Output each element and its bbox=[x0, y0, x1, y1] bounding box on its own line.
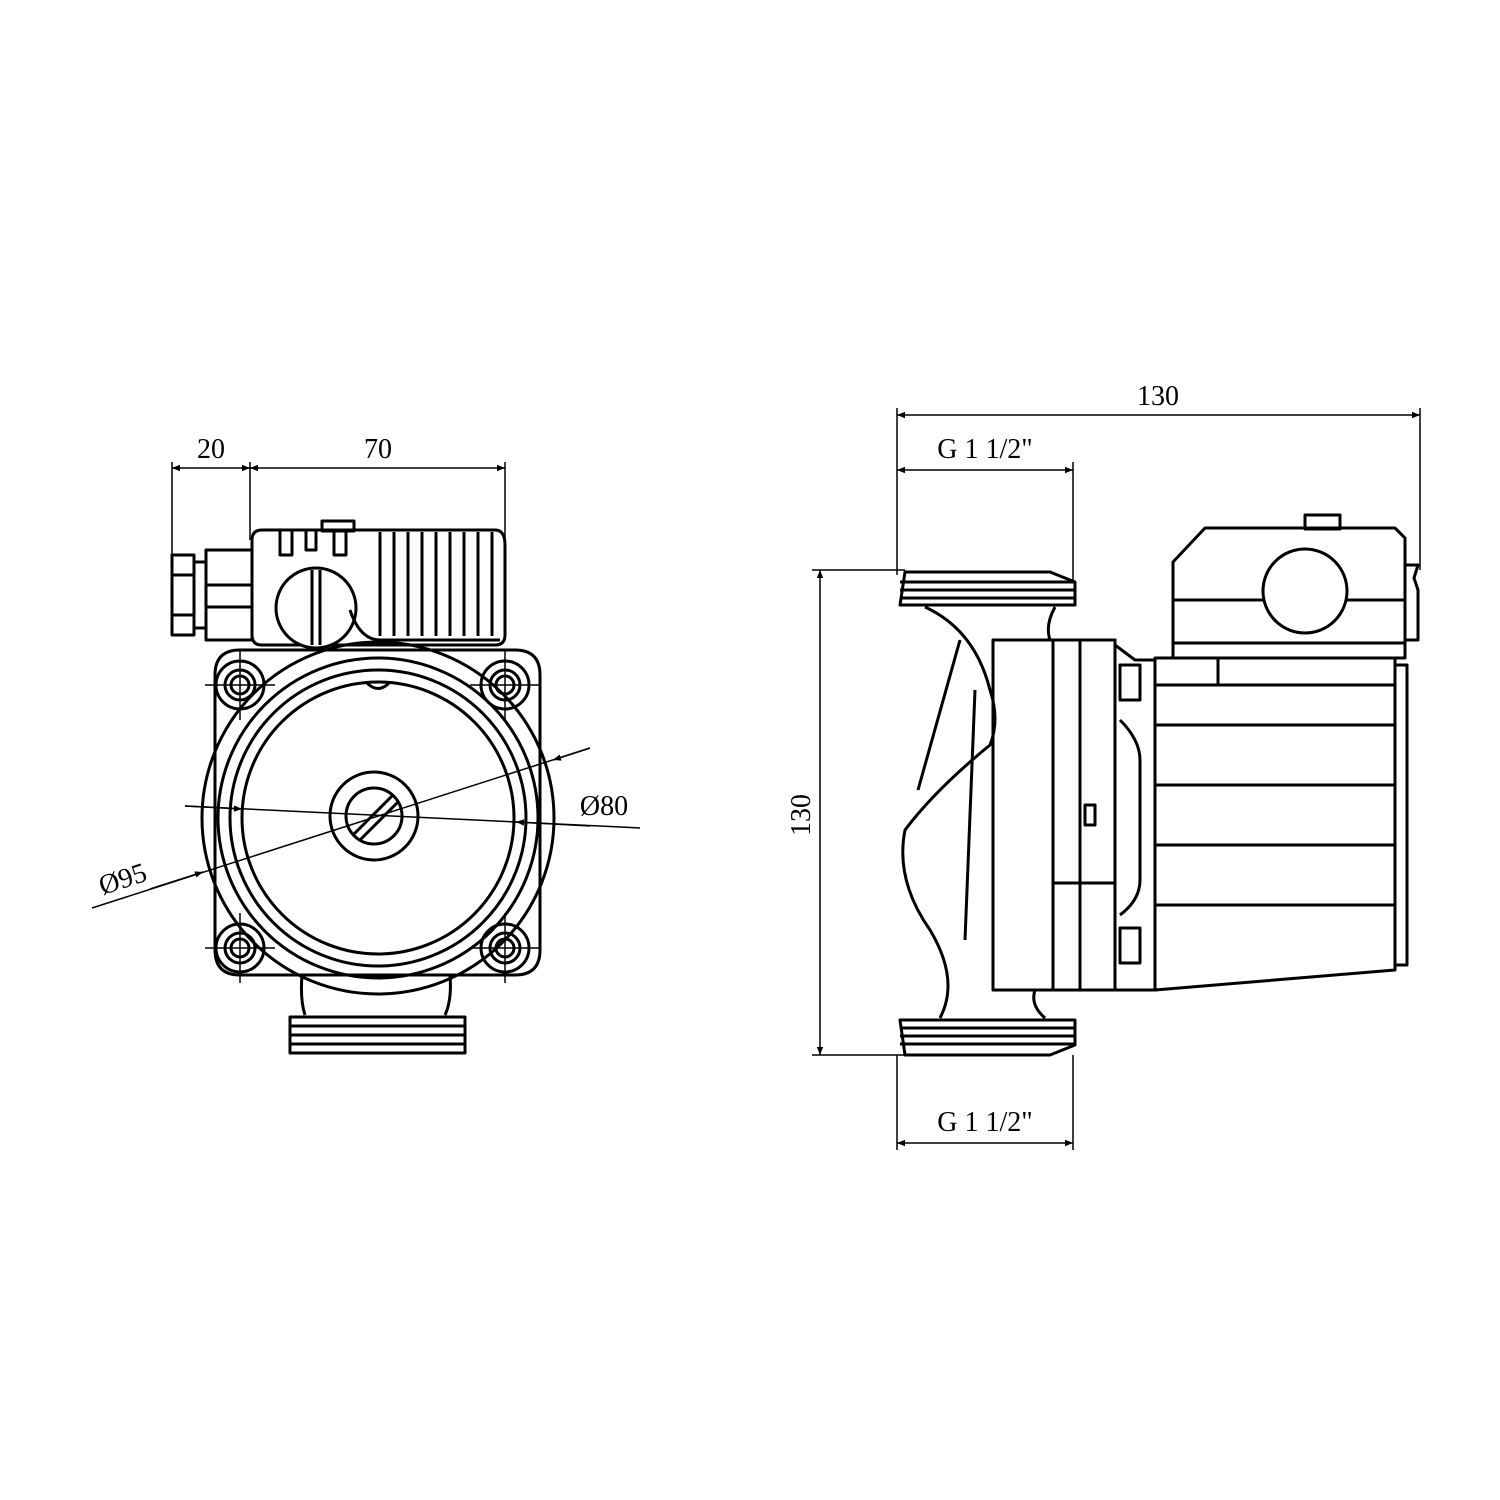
top-port-thread bbox=[898, 570, 1077, 607]
front-view: 20 70 bbox=[91, 434, 641, 1055]
dim-label-130-height: 130 bbox=[786, 794, 817, 836]
pump-housing-side bbox=[901, 605, 1157, 1020]
motor-housing bbox=[1153, 656, 1409, 992]
bolt-hole-top-right-icon bbox=[470, 650, 540, 720]
dim-label-70: 70 bbox=[364, 434, 392, 465]
dimension-d80: Ø80 bbox=[184, 791, 641, 829]
dimension-thread-top: G 1 1/2" bbox=[897, 434, 1074, 580]
bolt-holes bbox=[205, 650, 540, 983]
dimension-overall-length: 130 bbox=[896, 381, 1421, 575]
dim-label-20: 20 bbox=[197, 434, 225, 465]
terminal-box-side bbox=[1171, 513, 1420, 660]
thread-label-top: G 1 1/2" bbox=[937, 434, 1032, 465]
bolt-hole-bottom-left-icon bbox=[205, 913, 275, 983]
dim-label-130-length: 130 bbox=[1137, 381, 1179, 412]
thread-label-bottom: G 1 1/2" bbox=[937, 1107, 1032, 1138]
dimension-70: 70 bbox=[250, 434, 506, 560]
bolt-hole-bottom-right-icon bbox=[470, 913, 540, 983]
cooling-ribs bbox=[378, 532, 494, 636]
bolt-hole-top-left-icon bbox=[205, 650, 275, 720]
bottom-port-front bbox=[288, 974, 467, 1055]
dim-label-d95: Ø95 bbox=[95, 857, 150, 901]
cable-gland bbox=[170, 548, 254, 642]
dimension-d95: Ø95 bbox=[91, 747, 591, 909]
dimension-port-height: 130 bbox=[786, 569, 905, 1056]
bottom-port-thread bbox=[898, 1018, 1077, 1057]
dim-label-d80: Ø80 bbox=[580, 791, 628, 822]
terminal-box bbox=[250, 519, 507, 650]
pump-housing-front bbox=[200, 640, 556, 996]
dimension-thread-bottom: G 1 1/2" bbox=[896, 1055, 1074, 1150]
side-view: 130 G 1 1/2" G 1 1/2" 130 bbox=[786, 381, 1421, 1150]
